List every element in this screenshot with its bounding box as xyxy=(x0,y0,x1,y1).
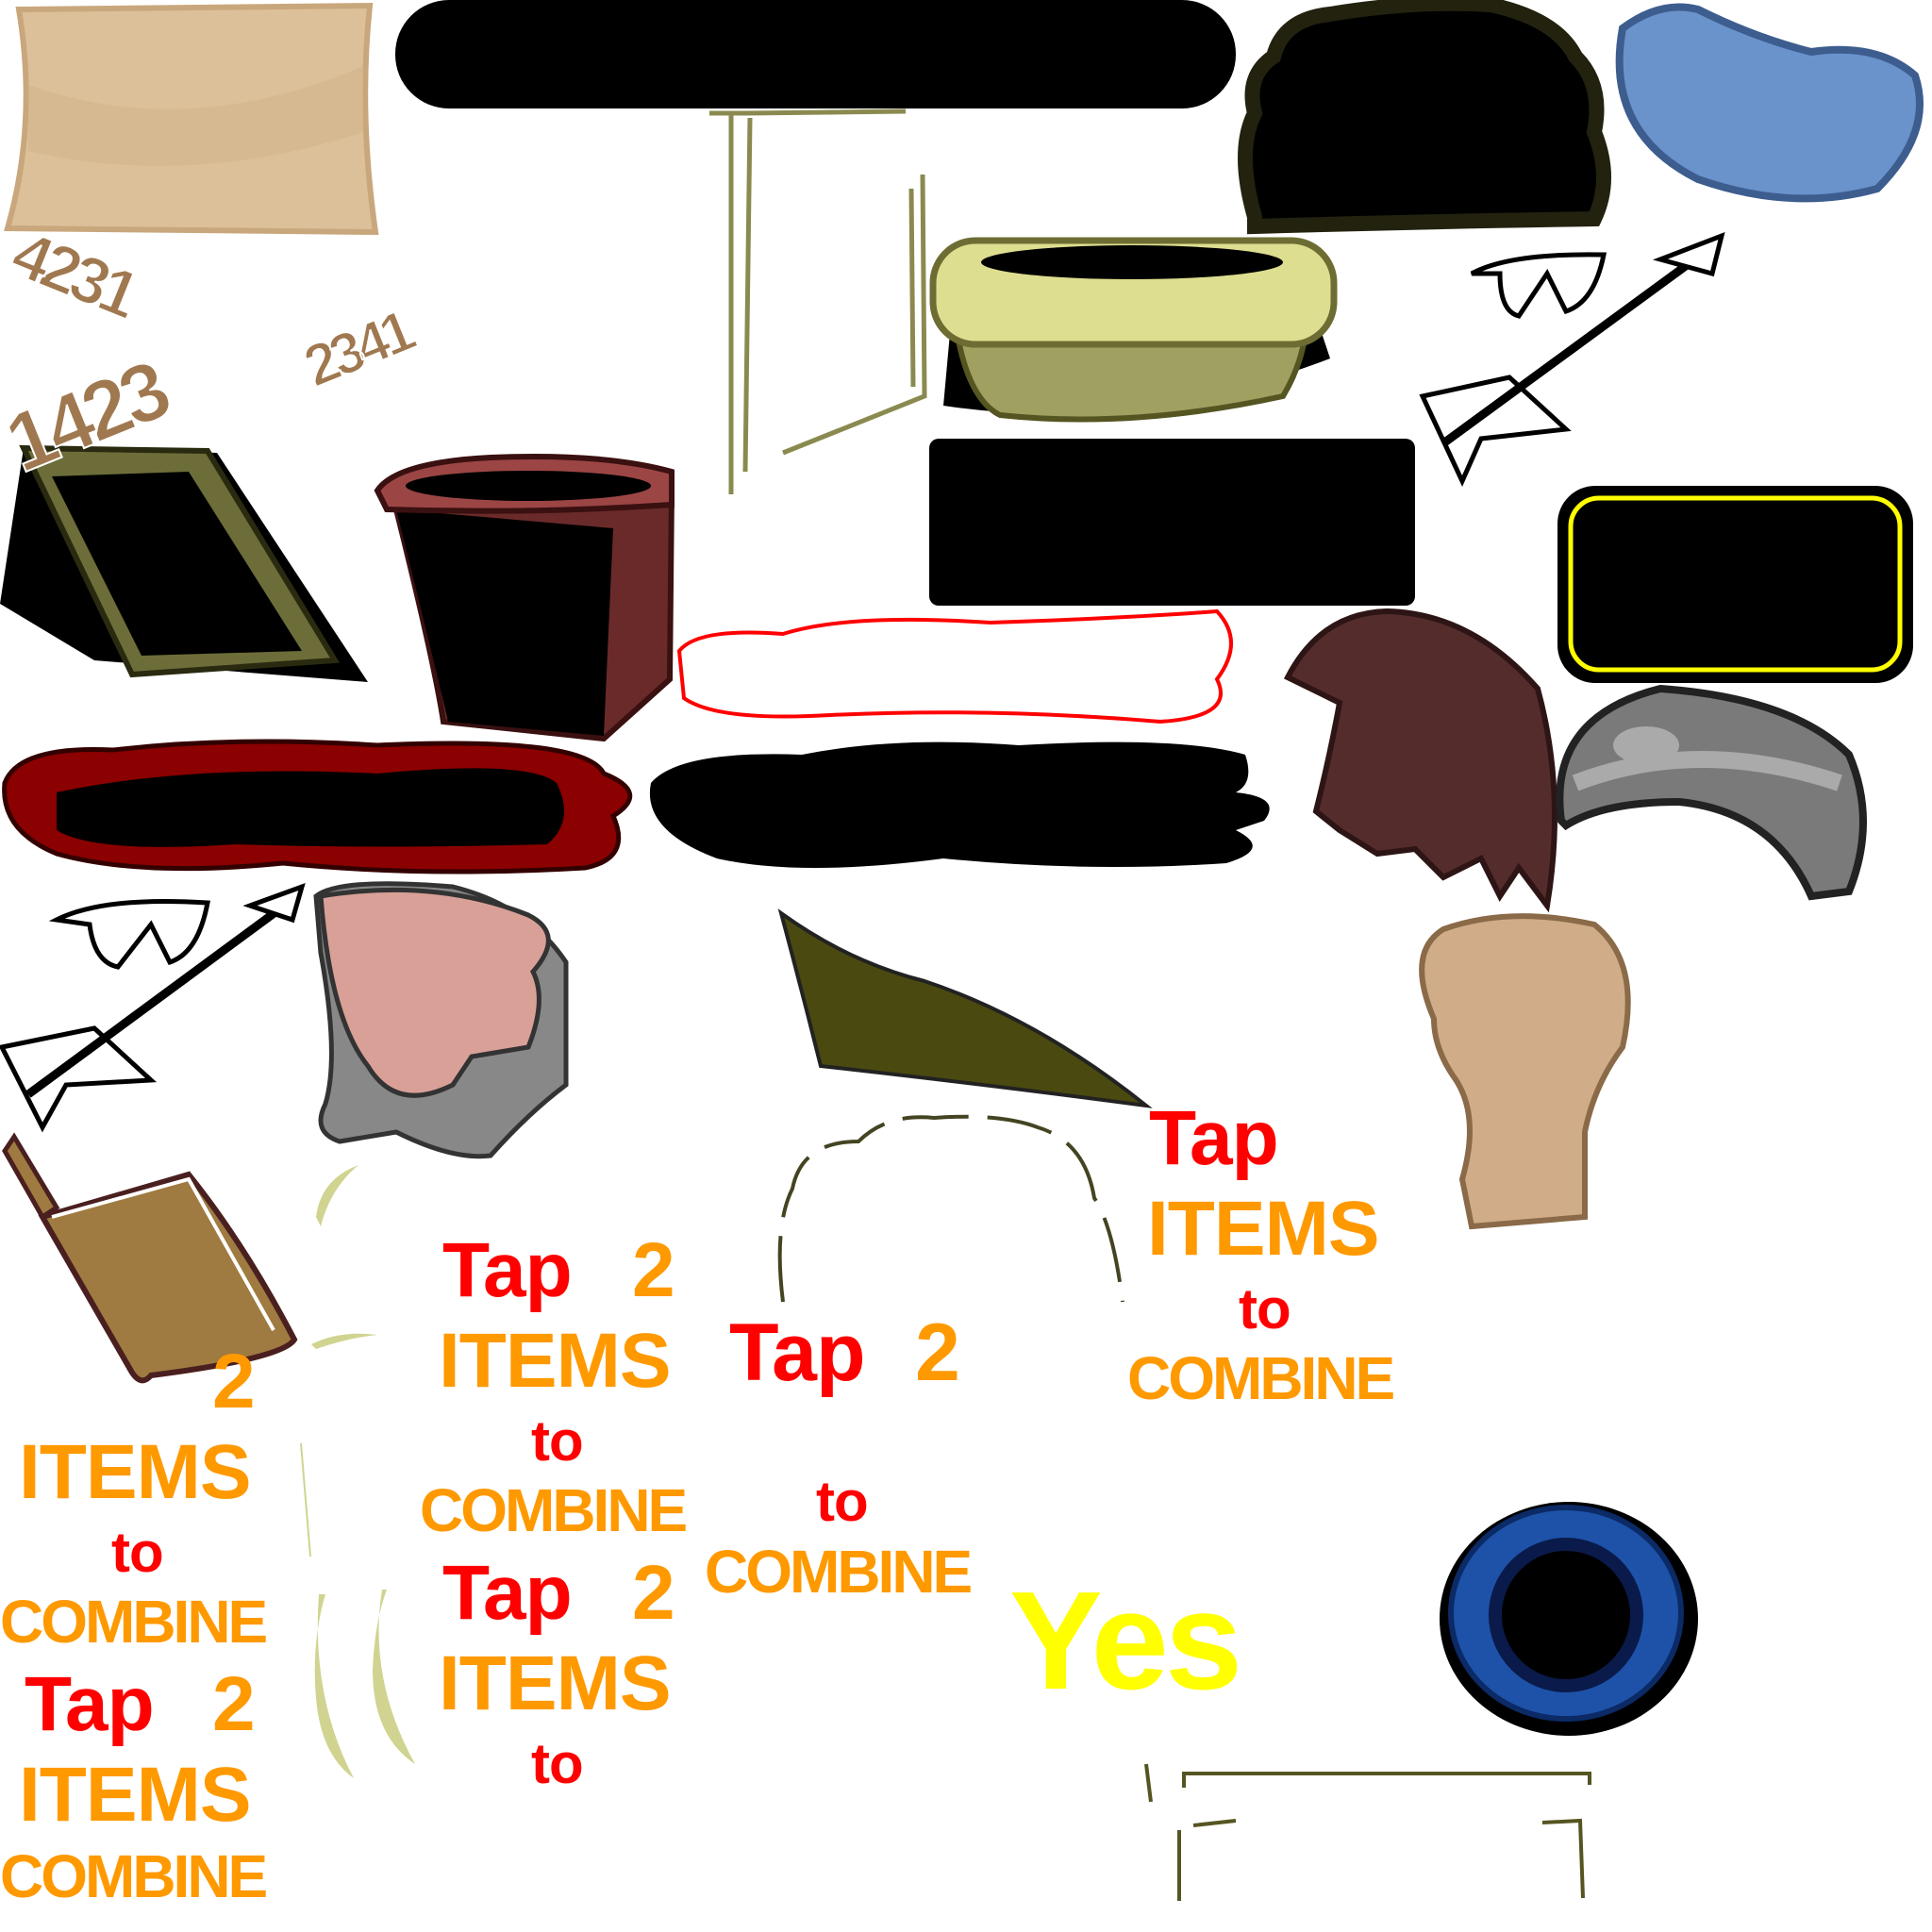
olive-frame-lines xyxy=(709,108,927,494)
to-label: to xyxy=(1239,1277,1291,1341)
items-label: ITEMS xyxy=(439,1318,672,1404)
tap-label: Tap xyxy=(1149,1095,1279,1181)
combine-label: COMBINE xyxy=(1127,1344,1395,1412)
guitar-sunglasses-icon-2 xyxy=(0,882,306,1133)
gray-helmet xyxy=(1556,684,1867,901)
pale-curves xyxy=(300,1165,415,1778)
items-label: ITEMS xyxy=(439,1641,672,1726)
two-label: 2 xyxy=(212,1339,256,1424)
to-label: to xyxy=(531,1732,584,1795)
parchment-panel xyxy=(4,2,379,236)
combine-label: COMBINE xyxy=(420,1476,688,1544)
combine-label: COMBINE xyxy=(0,1842,268,1910)
black-panel xyxy=(929,439,1415,606)
tap-label: Tap xyxy=(442,1550,573,1636)
red-puddle xyxy=(2,739,633,874)
to-label: to xyxy=(111,1521,164,1584)
dashed-cloud-outline xyxy=(777,1114,1124,1303)
olive-screen-frame xyxy=(0,444,368,682)
beige-glove xyxy=(1419,913,1631,1230)
drum-pot xyxy=(929,237,1338,423)
tap-label: Tap xyxy=(442,1227,573,1313)
brown-book xyxy=(2,1132,298,1384)
red-outline-cloud xyxy=(676,608,1233,724)
to-label: to xyxy=(816,1470,869,1533)
combine-label: COMBINE xyxy=(705,1538,973,1606)
to-label: to xyxy=(531,1409,584,1473)
black-puddle xyxy=(649,741,1270,868)
pink-glove xyxy=(313,881,569,1159)
blue-ring xyxy=(1440,1502,1698,1736)
black-pill-bar xyxy=(395,0,1236,108)
two-label: 2 xyxy=(632,1550,675,1636)
items-label: ITEMS xyxy=(19,1752,252,1838)
items-label: ITEMS xyxy=(19,1429,252,1515)
olive-bottom-lines xyxy=(1144,1763,1591,1901)
brown-hair xyxy=(1283,608,1557,913)
two-label: 2 xyxy=(915,1307,960,1398)
two-label: 2 xyxy=(212,1661,256,1747)
yellow-bordered-panel xyxy=(1557,486,1913,683)
blue-blob xyxy=(1615,3,1924,203)
tap-label: Tap xyxy=(25,1661,155,1747)
combine-label: COMBINE xyxy=(0,1588,268,1656)
tap-label: Tap xyxy=(729,1307,866,1398)
guitar-sunglasses-icon xyxy=(1419,231,1725,488)
dark-hat xyxy=(1238,0,1611,235)
red-bucket xyxy=(374,454,675,742)
items-label: ITEMS xyxy=(1147,1186,1380,1272)
yes-label: Yes xyxy=(1009,1563,1242,1719)
olive-leaf xyxy=(777,908,1153,1108)
two-label: 2 xyxy=(632,1227,675,1313)
